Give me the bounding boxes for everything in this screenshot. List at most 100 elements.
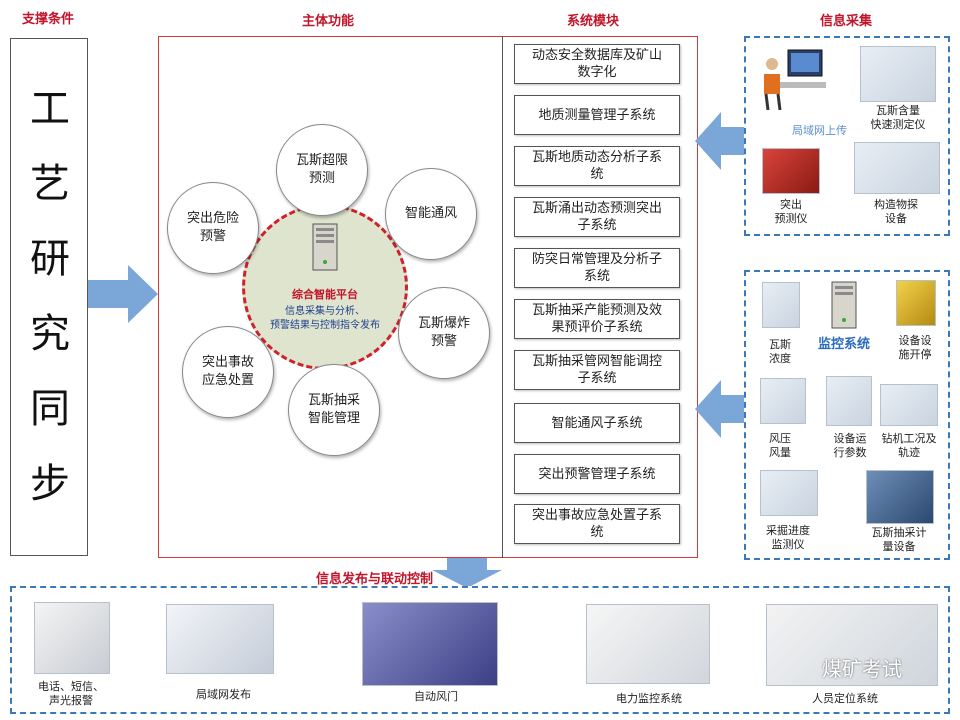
power-monitor-image	[586, 604, 710, 684]
equipment-param-sensor-image	[826, 376, 872, 426]
module-line1: 地质测量管理子系统	[538, 107, 656, 123]
header-info-collect: 信息采集	[820, 14, 873, 29]
module-line2: 统	[590, 167, 604, 182]
gas-sensor-image	[762, 282, 800, 328]
header-main-function: 主体功能	[302, 14, 355, 29]
circle-line1: 智能通风	[404, 206, 457, 221]
module-line1: 瓦斯涌出动态预测突出	[531, 201, 662, 216]
function-circle-gas-explosion: 瓦斯爆炸预警	[398, 287, 490, 379]
operator-icon	[764, 49, 826, 111]
center-line1: 信息采集与分析、	[285, 306, 365, 317]
module-item: 瓦斯抽采产能预测及效果预评价子系统	[514, 299, 680, 339]
function-circle-outburst-emergency: 突出事故应急处置	[182, 326, 274, 418]
support-box: 工 艺 研 究 同 步	[10, 38, 88, 556]
module-line2: 数字化	[577, 65, 617, 80]
module-item: 瓦斯涌出动态预测突出子系统	[514, 197, 680, 237]
header-support: 支撑条件	[22, 12, 75, 27]
equipment-switch-image	[896, 280, 936, 326]
arrow-collect-top-to-modules	[695, 112, 747, 170]
circle-line1: 瓦斯抽采	[307, 393, 360, 408]
header-publish-control: 信息发布与联动控制	[316, 572, 434, 587]
collect-top-caption: 突出预测仪	[774, 198, 808, 225]
circle-line1: 突出事故	[201, 355, 254, 370]
arrow-support-to-main	[88, 265, 158, 323]
module-item: 智能通风子系统	[514, 403, 680, 443]
module-item: 突出事故应急处置子系统	[514, 504, 680, 544]
module-line1: 瓦斯地质动态分析子系	[531, 150, 662, 165]
server-icon	[312, 223, 338, 271]
phone-alarm-image	[34, 602, 110, 674]
system-modules-column	[502, 36, 698, 558]
arrow-collect-bottom-to-modules	[695, 380, 747, 438]
publish-caption: 电力监控系统	[616, 692, 682, 705]
collect-bottom-caption: 瓦斯浓度	[769, 338, 791, 365]
collect-bottom-caption: 钻机工况及轨迹	[881, 432, 937, 459]
excavation-monitor-image	[760, 470, 818, 516]
module-line1: 智能通风子系统	[551, 415, 643, 431]
module-line2: 子系统	[577, 371, 617, 386]
drainage-meter-image	[866, 470, 934, 524]
circle-line2: 预警	[430, 334, 457, 349]
collect-top-caption: 瓦斯含量快速测定仪	[870, 104, 926, 131]
auto-air-door-image	[362, 602, 498, 686]
wind-pressure-sensor-image	[760, 378, 806, 424]
arrow-to-publish	[432, 558, 502, 588]
center-title: 综合智能平台	[292, 288, 358, 301]
module-line1: 动态安全数据库及矿山	[531, 48, 662, 63]
module-line1: 瓦斯抽采产能预测及效	[531, 303, 662, 318]
center-line2: 预警结果与控制指令发布	[270, 320, 380, 331]
module-line1: 防突日常管理及分析子	[531, 252, 662, 267]
header-system-modules: 系统模块	[567, 14, 620, 29]
module-item: 地质测量管理子系统	[514, 95, 680, 135]
circle-line2: 应急处置	[201, 373, 254, 388]
outburst-predictor-image	[762, 148, 820, 194]
module-item: 瓦斯抽采管网智能调控子系统	[514, 350, 680, 390]
circle-line1: 瓦斯爆炸	[417, 316, 470, 331]
module-line2: 子系统	[577, 218, 617, 233]
module-line2: 系统	[583, 269, 610, 284]
collect-bottom-caption: 采掘进度监测仪	[766, 524, 810, 551]
publish-caption: 局域网发布	[196, 688, 251, 701]
collect-bottom-caption: 瓦斯抽采计量设备	[871, 526, 927, 553]
module-line1: 突出预警管理子系统	[538, 466, 656, 482]
function-circle-smart-ventilation: 智能通风	[385, 168, 477, 260]
module-item: 防突日常管理及分析子系统	[514, 248, 680, 288]
circle-line2: 预警	[199, 229, 226, 244]
publish-caption: 人员定位系统	[812, 692, 878, 705]
support-char: 究	[30, 311, 70, 357]
lan-upload-label: 局域网上传	[792, 124, 847, 137]
function-circle-gas-overlimit: 瓦斯超限预测	[276, 124, 368, 216]
collect-bottom-caption: 设备设施开停	[898, 334, 932, 361]
module-item: 瓦斯地质动态分析子系统	[514, 146, 680, 186]
drill-monitor-image	[880, 384, 938, 426]
lan-network-image	[166, 604, 274, 674]
circle-line1: 突出危险	[186, 211, 239, 226]
module-line2: 果预评价子系统	[551, 320, 643, 335]
support-char: 艺	[30, 161, 70, 207]
circle-line2: 预测	[308, 171, 335, 186]
module-line1: 突出事故应急处置子系	[531, 508, 662, 523]
function-circle-gas-drainage: 瓦斯抽采智能管理	[288, 364, 380, 456]
module-item: 突出预警管理子系统	[514, 454, 680, 494]
circle-line1: 瓦斯超限	[295, 153, 348, 168]
module-item: 动态安全数据库及矿山数字化	[514, 44, 680, 84]
personnel-location-image	[766, 604, 938, 686]
function-circle-outburst-warning: 突出危险预警	[167, 182, 259, 274]
circle-line2: 智能管理	[307, 411, 360, 426]
module-line1: 瓦斯抽采管网智能调控	[531, 354, 662, 369]
watermark-text: 煤矿考试	[822, 657, 902, 681]
collect-bottom-caption: 风压风量	[769, 432, 791, 459]
support-char: 步	[30, 461, 70, 507]
publish-caption: 自动风门	[414, 690, 458, 703]
module-line2: 统	[590, 525, 604, 540]
support-char: 研	[30, 236, 70, 282]
collect-bottom-caption: 设备运行参数	[833, 432, 867, 459]
support-char: 工	[30, 86, 70, 132]
gas-content-device-image	[860, 46, 936, 102]
collect-top-caption: 构造物探设备	[874, 198, 918, 225]
support-char: 同	[30, 386, 70, 432]
monitor-system-label: 监控系统	[818, 337, 871, 352]
server-icon	[831, 281, 857, 329]
geophysical-device-image	[854, 142, 940, 194]
publish-caption: 电话、短信、声光报警	[38, 680, 104, 707]
